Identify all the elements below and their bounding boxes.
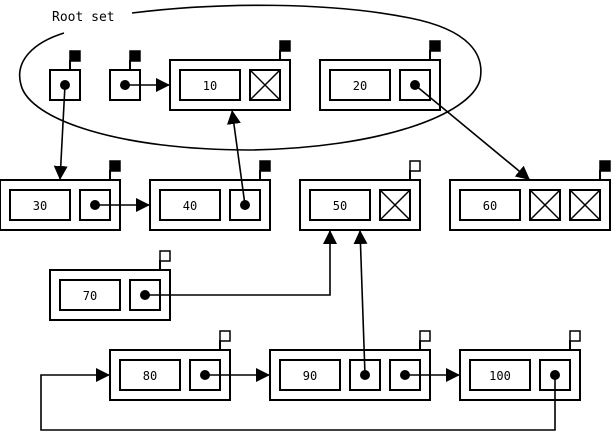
null-cross-icon (379, 189, 411, 221)
null-cross-icon (569, 189, 601, 221)
value-cell (279, 359, 341, 391)
heap-node-90: 90 (269, 330, 431, 401)
pointer-arrow (414, 84, 531, 181)
mark-flag-filled-icon (429, 40, 441, 60)
heap-node-60: 60 (449, 160, 611, 231)
mark-flag-filled-icon (259, 160, 271, 180)
root-set: Root set (18, 4, 482, 151)
mark-flag-hollow-icon (419, 330, 431, 350)
node-value: 80 (143, 369, 157, 383)
root-pointer (109, 50, 141, 101)
heap-node-40: 40 (149, 160, 271, 231)
node-value: 10 (203, 79, 217, 93)
mark-flag-filled-icon (599, 160, 611, 180)
node-value: 100 (489, 369, 511, 383)
heap-node-70: 70 (49, 250, 171, 321)
root-set-label: Root set (52, 10, 115, 25)
null-cross-icon (529, 189, 561, 221)
node-value: 40 (183, 199, 197, 213)
heap-node-10: 10 (169, 40, 291, 111)
heap-node-80: 80 (109, 330, 231, 401)
pointer-arrow (53, 84, 68, 181)
pointer-arrow (145, 230, 337, 296)
heap-node-20: 20 (319, 40, 441, 111)
value-cell (119, 359, 181, 391)
value-cell (469, 359, 531, 391)
root-set-ellipse-arc (18, 4, 482, 151)
value-cell (9, 189, 71, 221)
pointer-arrow (40, 368, 556, 431)
value-cell (329, 69, 391, 101)
node-value: 90 (303, 369, 317, 383)
value-cell (159, 189, 221, 221)
mark-flag-hollow-icon (409, 160, 421, 180)
mark-flag-hollow-icon (219, 330, 231, 350)
heap-node-50: 50 (299, 160, 421, 231)
heap-node-100: 100 (459, 330, 581, 401)
mark-flag-filled-icon (69, 50, 81, 70)
value-cell (459, 189, 521, 221)
mark-flag-filled-icon (109, 160, 121, 180)
pointer-field (79, 189, 111, 221)
mark-flag-hollow-icon (569, 330, 581, 350)
value-cell (179, 69, 241, 101)
node-value: 60 (483, 199, 497, 213)
node-value: 70 (83, 289, 97, 303)
mark-flag-filled-icon (279, 40, 291, 60)
null-cross-icon (249, 69, 281, 101)
value-cell (309, 189, 371, 221)
value-cell (59, 279, 121, 311)
mark-flag-hollow-icon (159, 250, 171, 270)
pointer-arrow (226, 109, 246, 206)
mark-flag-filled-icon (129, 50, 141, 70)
node-value: 30 (33, 199, 47, 213)
pointer-arrow (353, 229, 368, 376)
node-value: 20 (353, 79, 367, 93)
node-value: 50 (333, 199, 347, 213)
